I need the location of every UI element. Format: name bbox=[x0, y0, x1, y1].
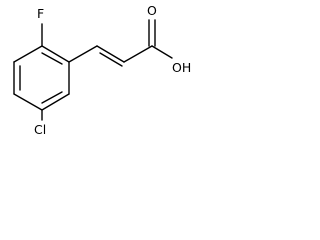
fluorine-atom-label: F bbox=[37, 6, 44, 21]
ring-double-bond-inner-3 bbox=[41, 91, 63, 104]
ring-double-bond-inner-1 bbox=[41, 52, 63, 65]
ring-bond-c5-c6 bbox=[41, 93, 70, 111]
benzene-ring bbox=[13, 45, 70, 111]
bond-c-oh bbox=[151, 45, 173, 59]
vinyl-double-bond-outer bbox=[96, 45, 125, 63]
chlorine-atom-label: Cl bbox=[34, 122, 46, 137]
hydroxyl-group-label: OH bbox=[172, 60, 191, 75]
acrylic-acid-chain bbox=[68, 19, 173, 67]
bond-vinyl-to-carboxyl bbox=[123, 45, 153, 63]
bond-ring-to-vinyl bbox=[68, 45, 98, 63]
ring-bond-c2-c3 bbox=[13, 45, 43, 63]
ring-bond-c1-c2 bbox=[41, 45, 70, 63]
vinyl-double-bond-inner bbox=[99, 52, 123, 67]
carbonyl-oxygen-label: O bbox=[147, 3, 157, 18]
chemical-structure-diagram: F Cl O OH bbox=[13, 3, 191, 137]
ring-bond-c4-c5 bbox=[13, 93, 43, 111]
